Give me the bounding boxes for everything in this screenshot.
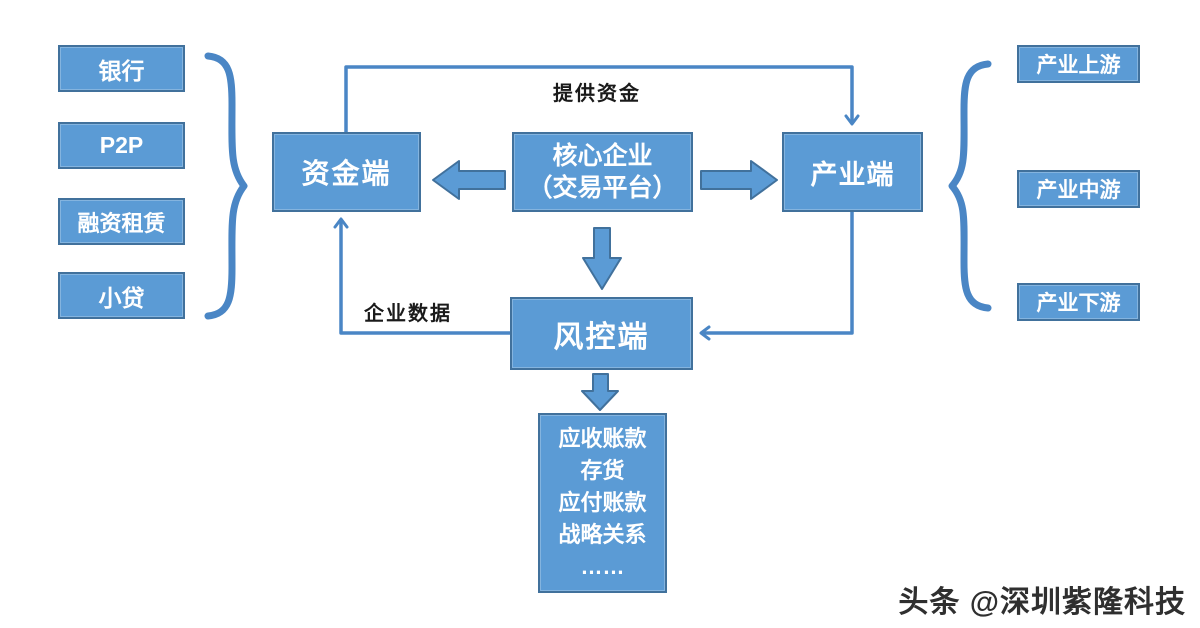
funding-source-finance-lease: 融资租赁 [58, 198, 185, 245]
industry-upstream-box: 产业上游 [1017, 45, 1140, 83]
industry-downstream-box: 产业下游 [1017, 283, 1140, 321]
funding-source-p2p: P2P [58, 122, 185, 169]
industry-midstream-box: 产业中游 [1017, 170, 1140, 208]
funding-source-micro-loan: 小贷 [58, 272, 185, 319]
core-to-funding-block-arrow [432, 160, 506, 200]
funding-source-bank: 银行 [58, 45, 185, 92]
enterprise-data-label: 企业数据 [364, 303, 452, 325]
left-brace [204, 52, 248, 320]
industry-to-risk-connector [699, 212, 854, 341]
funding-side-node: 资金端 [272, 132, 421, 212]
core-to-industry-block-arrow [700, 160, 778, 200]
assets-list-node: 应收账款 存货 应付账款 战略关系 …… [538, 413, 667, 593]
core-enterprise-node: 核心企业 （交易平台） [512, 132, 693, 212]
risk-control-node: 风控端 [510, 297, 693, 370]
risk-to-assets-block-arrow [581, 373, 619, 411]
watermark-text: 头条 @深圳紫隆科技 [898, 586, 1186, 619]
right-brace [948, 60, 992, 312]
core-to-risk-block-arrow [582, 227, 622, 290]
provide-funds-label: 提供资金 [553, 83, 641, 105]
industry-side-node: 产业端 [782, 132, 923, 212]
